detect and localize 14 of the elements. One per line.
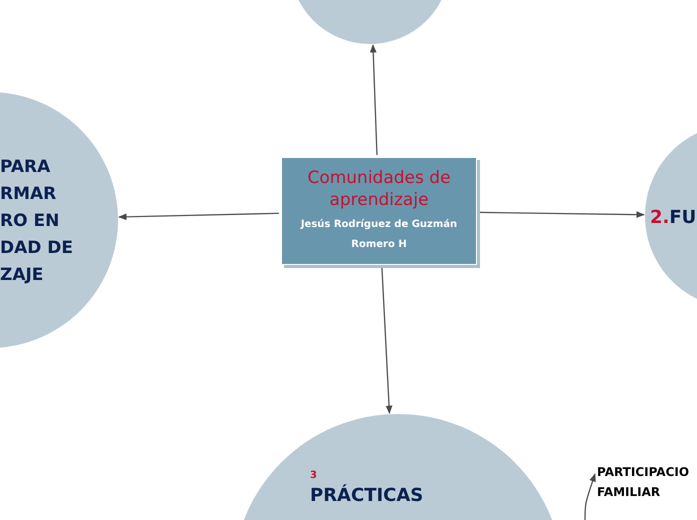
topic-title: PRÁCTICAS xyxy=(310,483,424,508)
topic-title: PARA RMAR RO EN DAD DE ZAJE xyxy=(0,156,74,287)
arrow xyxy=(370,44,378,156)
topic-number: 2. xyxy=(650,206,670,230)
arrow xyxy=(381,266,392,414)
subtopic-label: PARTICIPACIO FAMILIAR xyxy=(597,462,697,502)
topic-title: FU xyxy=(669,206,696,230)
central-topic-box xyxy=(281,157,477,265)
arrow xyxy=(118,212,280,220)
central-title: Comunidades de aprendizaje xyxy=(306,167,452,211)
author-name: Jesús Rodríguez de Guzmán Romero H xyxy=(299,218,458,252)
arrow xyxy=(479,211,645,218)
topic-number: 3 xyxy=(310,469,317,483)
arrow xyxy=(584,473,596,520)
